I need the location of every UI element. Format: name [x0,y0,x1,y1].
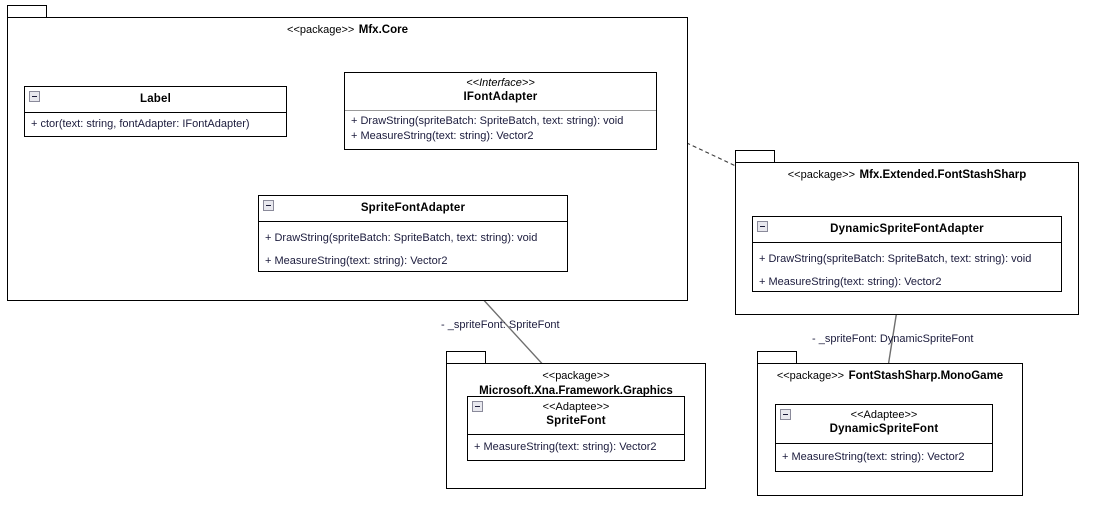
collapse-icon[interactable] [757,221,768,232]
class-spritefontadapter[interactable]: SpriteFontAdapter + DrawString(spriteBat… [258,195,568,272]
class-ifontadapter[interactable]: <<Interface>> IFontAdapter + DrawString(… [344,72,657,150]
operation-row: + ctor(text: string, fontAdapter: IFontA… [31,118,250,130]
class-name: SpriteFontAdapter [360,202,466,214]
class-spritefont[interactable]: <<Adaptee>> SpriteFont + MeasureString(t… [467,396,685,461]
class-stereotype: <<Adaptee>> [850,409,918,421]
class-name: DynamicSpriteFontAdapter [830,223,984,235]
collapse-icon[interactable] [472,401,483,412]
class-operations: + DrawString(spriteBatch: SpriteBatch, t… [345,111,656,150]
operation-row: + DrawString(spriteBatch: SpriteBatch, t… [351,115,624,127]
edge-label-spritefont-field: - _spriteFont: SpriteFont [441,319,560,331]
class-header: DynamicSpriteFontAdapter [753,217,1061,243]
class-dynamicspritefontadapter[interactable]: DynamicSpriteFontAdapter + DrawString(sp… [752,216,1062,292]
operation-row: + DrawString(spriteBatch: SpriteBatch, t… [265,232,538,244]
operation-row: + MeasureString(text: string): Vector2 [782,451,965,463]
class-stereotype: <<Interface>> [466,77,535,89]
class-operations: + ctor(text: string, fontAdapter: IFontA… [25,113,286,137]
collapse-icon[interactable] [263,200,274,211]
package-tab [7,5,47,18]
class-name: Label [139,93,172,105]
class-operations: + MeasureString(text: string): Vector2 [468,435,684,461]
operation-row: + DrawString(spriteBatch: SpriteBatch, t… [759,253,1032,265]
class-name: DynamicSpriteFont [829,423,939,435]
edge-label-dynamicspritefont-field: - _spriteFont: DynamicSpriteFont [812,333,974,345]
class-header: SpriteFontAdapter [259,196,567,222]
class-header: <<Interface>> IFontAdapter [345,73,656,111]
operation-row: + MeasureString(text: string): Vector2 [265,255,448,267]
class-operations: + DrawString(spriteBatch: SpriteBatch, t… [259,222,567,272]
class-name: SpriteFont [546,415,606,427]
class-name: IFontAdapter [463,91,538,103]
class-label[interactable]: Label + ctor(text: string, fontAdapter: … [24,86,287,137]
class-stereotype: <<Adaptee>> [542,401,610,413]
package-tab [446,351,486,364]
operation-row: + MeasureString(text: string): Vector2 [351,130,534,142]
class-header: <<Adaptee>> SpriteFont [468,397,684,435]
class-header: Label [25,87,286,113]
package-tab [757,351,797,364]
collapse-icon[interactable] [780,409,791,420]
class-dynamicspritefont[interactable]: <<Adaptee>> DynamicSpriteFont + MeasureS… [775,404,993,472]
package-tab [735,150,775,163]
class-header: <<Adaptee>> DynamicSpriteFont [776,405,992,444]
collapse-icon[interactable] [29,91,40,102]
operation-row: + MeasureString(text: string): Vector2 [759,276,942,288]
class-operations: + MeasureString(text: string): Vector2 [776,444,992,472]
class-operations: + DrawString(spriteBatch: SpriteBatch, t… [753,243,1061,292]
operation-row: + MeasureString(text: string): Vector2 [474,441,657,453]
